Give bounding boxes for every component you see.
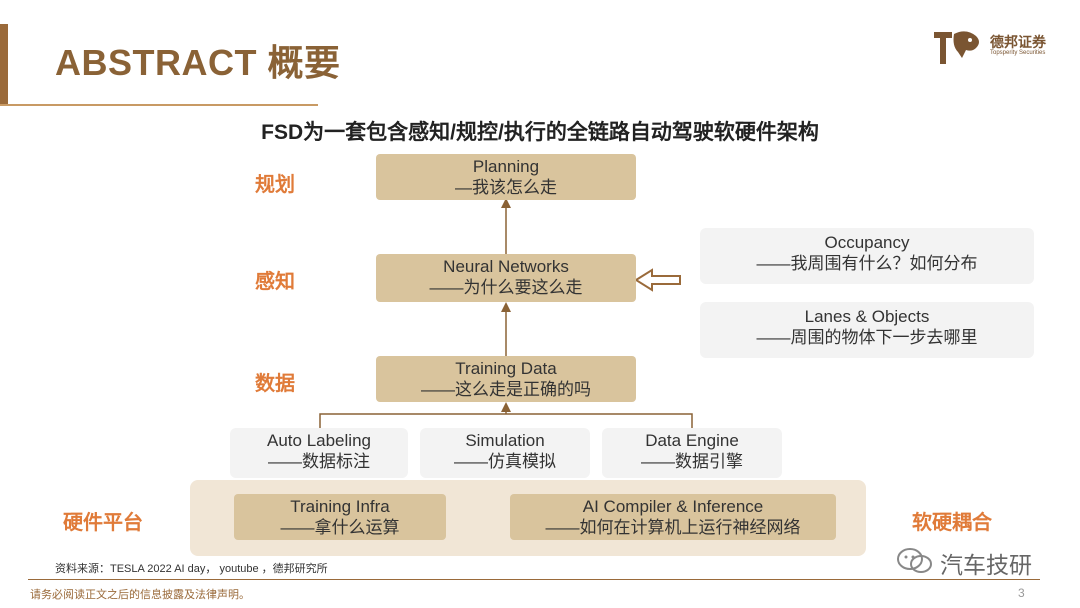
occupancy-title: Occupancy	[824, 233, 910, 252]
wechat-account-name: 汽车技研	[940, 552, 1032, 578]
occupancy-desc: ——我周围有什么？如何分布	[756, 254, 978, 273]
simulation-desc: ——仿真模拟	[454, 452, 556, 471]
lanes-objects-box: Lanes & Objects ——周围的物体下一步去哪里	[700, 302, 1034, 358]
simulation-title: Simulation	[465, 431, 545, 450]
lanes-desc: ——周围的物体下一步去哪里	[756, 328, 978, 347]
level-label-data: 数据	[255, 373, 295, 395]
level-label-perception: 感知	[255, 271, 295, 293]
auto-labeling-desc: ——数据标注	[268, 452, 370, 471]
footer-divider	[28, 579, 1040, 580]
neural-title: Neural Networks	[443, 257, 569, 276]
simulation-box: Simulation ——仿真模拟	[420, 428, 590, 478]
level-label-hardware: 硬件平台	[63, 512, 143, 534]
lanes-title: Lanes & Objects	[804, 307, 930, 326]
diagram-subtitle: FSD为一套包含感知/规控/执行的全链路自动驾驶软硬件架构	[261, 121, 819, 144]
training-infra-box: Training Infra ——拿什么运算	[234, 494, 446, 540]
training-data-box: Training Data ——这么走是正确的吗	[376, 356, 636, 402]
ai-compiler-title: AI Compiler & Inference	[582, 497, 764, 516]
source-note: 资料来源：TESLA 2022 AI day， youtube ，德邦研究所	[55, 563, 328, 575]
neural-networks-box: Neural Networks ——为什么要这么走	[376, 254, 636, 302]
auto-labeling-title: Auto Labeling	[267, 431, 371, 450]
data-engine-box: Data Engine ——数据引擎	[602, 428, 782, 478]
data-engine-desc: ——数据引擎	[641, 452, 743, 471]
planning-desc: —我该怎么走	[455, 178, 557, 197]
arrow-head-training	[501, 402, 511, 412]
title-accent-bar	[0, 24, 8, 104]
neural-desc: ——为什么要这么走	[429, 278, 583, 297]
company-name-en: Topsperity Securities	[990, 50, 1046, 56]
planning-box: Planning —我该怎么走	[376, 154, 636, 200]
planning-title: Planning	[472, 157, 540, 176]
source-bracket	[319, 413, 693, 428]
arrow-head-neural	[501, 302, 511, 312]
arrow-head-planning	[501, 198, 511, 208]
hollow-arrow-icon	[634, 268, 681, 292]
level-label-coupling: 软硬耦合	[912, 512, 992, 534]
auto-labeling-box: Auto Labeling ——数据标注	[230, 428, 408, 478]
training-data-title: Training Data	[455, 359, 557, 378]
company-name: 德邦证券	[990, 34, 1046, 50]
wechat-icon	[897, 548, 932, 573]
training-infra-title: Training Infra	[290, 497, 390, 516]
data-engine-title: Data Engine	[645, 431, 739, 450]
occupancy-box: Occupancy ——我周围有什么？如何分布	[700, 228, 1034, 284]
training-data-desc: ——这么走是正确的吗	[421, 380, 591, 399]
ai-compiler-box: AI Compiler & Inference ——如何在计算机上运行神经网络	[510, 494, 836, 540]
title-underline	[0, 104, 318, 106]
training-infra-desc: ——拿什么运算	[280, 518, 400, 537]
ai-compiler-desc: ——如何在计算机上运行神经网络	[545, 518, 801, 537]
level-label-planning: 规划	[255, 174, 295, 196]
page-number: 3	[1018, 586, 1025, 600]
disclaimer-text: 请务必阅读正文之后的信息披露及法律声明。	[30, 589, 250, 601]
company-logo-icon	[934, 31, 979, 64]
page-title: ABSTRACT 概要	[55, 42, 341, 83]
